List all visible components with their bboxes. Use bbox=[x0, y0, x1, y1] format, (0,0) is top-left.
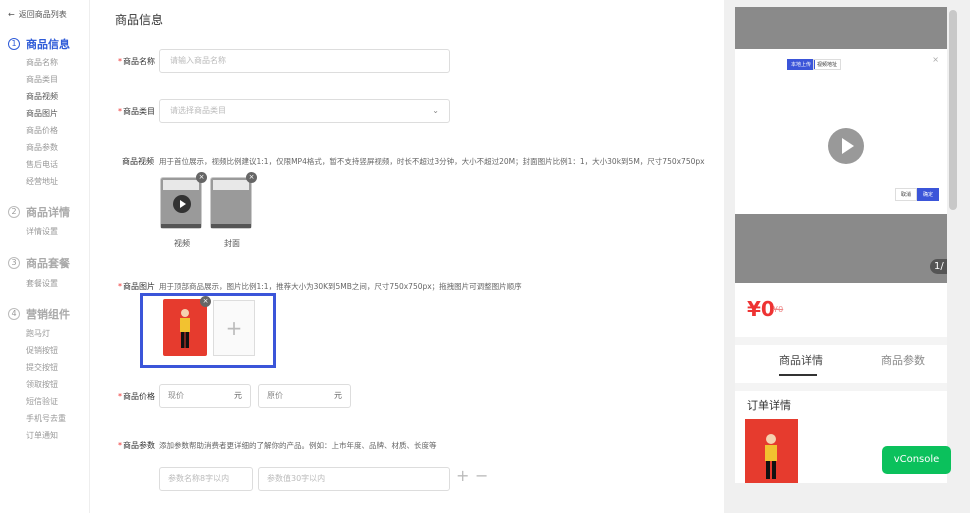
upload-modal: 本地上传 视频地址 × 取消 确定 bbox=[735, 49, 947, 214]
name-label: *商品名称 bbox=[118, 57, 155, 66]
images-label: *商品图片 bbox=[118, 282, 155, 291]
original-price-input[interactable]: 原价 元 bbox=[258, 384, 351, 408]
preview-product-image bbox=[745, 419, 798, 483]
category-select[interactable]: 请选择商品类目 ⌄ bbox=[159, 99, 450, 123]
video-thumb[interactable] bbox=[160, 177, 202, 229]
step-3[interactable]: 3 商品套餐 bbox=[8, 255, 70, 271]
tab-product-params[interactable]: 商品参数 bbox=[881, 354, 925, 367]
step-number: 4 bbox=[8, 308, 20, 320]
chevron-down-icon: ⌄ bbox=[432, 106, 439, 115]
sidebar: ← 返回商品列表 1 商品信息 商品名称 商品类目 商品视频 商品图片 商品价格… bbox=[0, 0, 90, 513]
sidebar-item-phone[interactable]: 售后电话 bbox=[26, 160, 58, 169]
person-figure-icon bbox=[180, 309, 190, 348]
vconsole-button[interactable]: vConsole bbox=[882, 446, 951, 474]
sidebar-item-params[interactable]: 商品参数 bbox=[26, 143, 58, 152]
param-value-input[interactable]: 参数值30字以内 bbox=[258, 467, 450, 491]
step-title: 营销组件 bbox=[26, 308, 70, 321]
play-icon[interactable] bbox=[828, 128, 864, 164]
tab-product-detail[interactable]: 商品详情 bbox=[779, 354, 823, 367]
active-tab-indicator bbox=[779, 374, 817, 376]
params-label: *商品参数 bbox=[118, 441, 155, 450]
order-detail-title: 订单详情 bbox=[747, 399, 791, 412]
sidebar-item-address[interactable]: 经营地址 bbox=[26, 177, 58, 186]
sidebar-item-category[interactable]: 商品类目 bbox=[26, 75, 58, 84]
back-label: 返回商品列表 bbox=[18, 10, 67, 19]
cover-caption: 封面 bbox=[224, 239, 240, 248]
sidebar-item-price[interactable]: 商品价格 bbox=[26, 126, 58, 135]
product-image-thumb[interactable] bbox=[163, 299, 207, 356]
sidebar-item-marquee[interactable]: 跑马灯 bbox=[26, 329, 50, 338]
step-title: 商品信息 bbox=[26, 38, 70, 51]
sidebar-item-sms[interactable]: 短信验证 bbox=[26, 397, 58, 406]
cover-thumb[interactable] bbox=[210, 177, 252, 229]
back-to-list-link[interactable]: ← 返回商品列表 bbox=[8, 9, 67, 20]
video-label: 商品视频 bbox=[122, 157, 154, 166]
step-title: 商品详情 bbox=[26, 206, 70, 219]
sidebar-item-promo[interactable]: 促销按钮 bbox=[26, 346, 58, 355]
step-title: 商品套餐 bbox=[26, 257, 70, 270]
close-icon[interactable]: × bbox=[932, 55, 939, 64]
sidebar-item-images[interactable]: 商品图片 bbox=[26, 109, 58, 118]
current-price-input[interactable]: 现价 元 bbox=[159, 384, 251, 408]
sidebar-item-claim[interactable]: 领取按钮 bbox=[26, 380, 58, 389]
sidebar-item-name[interactable]: 商品名称 bbox=[26, 58, 58, 67]
step-2[interactable]: 2 商品详情 bbox=[8, 204, 70, 220]
images-hint: 用于顶部商品展示，图片比例1:1，推荐大小为30K到5MB之间，尺寸750x75… bbox=[159, 282, 522, 291]
tab-local-upload[interactable]: 本地上传 bbox=[787, 59, 816, 70]
step-number: 2 bbox=[8, 206, 20, 218]
remove-param-icon[interactable]: − bbox=[475, 466, 489, 485]
preview-old-price: ¥0 bbox=[773, 305, 784, 314]
param-name-input[interactable]: 参数名称8字以内 bbox=[159, 467, 253, 491]
add-param-icon[interactable]: + bbox=[456, 466, 470, 485]
sidebar-item-detail[interactable]: 详情设置 bbox=[26, 227, 58, 236]
sidebar-item-submit[interactable]: 提交按钮 bbox=[26, 363, 58, 372]
play-icon bbox=[173, 195, 191, 213]
remove-image-icon[interactable]: × bbox=[200, 296, 211, 307]
step-number: 1 bbox=[8, 38, 20, 50]
video-caption: 视频 bbox=[174, 239, 190, 248]
sidebar-item-notify[interactable]: 订单通知 bbox=[26, 431, 58, 440]
preview-scrollbar[interactable] bbox=[949, 10, 957, 210]
add-image-button[interactable]: + bbox=[213, 300, 255, 356]
remove-cover-icon[interactable]: × bbox=[246, 172, 257, 183]
remove-video-icon[interactable]: × bbox=[196, 172, 207, 183]
tab-video-url[interactable]: 视频地址 bbox=[813, 59, 842, 70]
page-title: 商品信息 bbox=[115, 13, 164, 27]
category-label: *商品类目 bbox=[118, 107, 155, 116]
phone-preview: 本地上传 视频地址 × 取消 确定 1/ ¥0 ¥0 商品详情 商品参数 订单详… bbox=[735, 7, 947, 483]
step-1[interactable]: 1 商品信息 bbox=[8, 36, 70, 52]
step-number: 3 bbox=[8, 257, 20, 269]
image-upload-highlight bbox=[140, 293, 276, 368]
sidebar-item-dedupe[interactable]: 手机号去重 bbox=[26, 414, 66, 423]
params-hint: 添加参数帮助消费者更详细的了解你的产品。例如：上市年度、品牌、材质、长度等 bbox=[159, 441, 437, 450]
step-4[interactable]: 4 营销组件 bbox=[8, 306, 70, 322]
person-figure-icon bbox=[765, 434, 777, 479]
price-label: *商品价格 bbox=[118, 392, 155, 401]
preview-price: ¥0 bbox=[747, 297, 775, 321]
name-input[interactable]: 请输入商品名称 bbox=[159, 49, 450, 73]
sidebar-item-package[interactable]: 套餐设置 bbox=[26, 279, 58, 288]
modal-ok-button[interactable]: 确定 bbox=[917, 188, 940, 201]
sidebar-item-video[interactable]: 商品视频 bbox=[26, 92, 58, 101]
main-form: 商品信息 *商品名称 请输入商品名称 *商品类目 请选择商品类目 ⌄ 商品视频 … bbox=[91, 0, 724, 513]
image-pager: 1/ bbox=[930, 259, 947, 274]
video-hint: 用于首位展示，视频比例建议1:1，仅限MP4格式，暂不支持竖屏视频，时长不超过3… bbox=[159, 157, 705, 166]
arrow-left-icon: ← bbox=[8, 10, 15, 19]
modal-cancel-button[interactable]: 取消 bbox=[895, 188, 918, 201]
